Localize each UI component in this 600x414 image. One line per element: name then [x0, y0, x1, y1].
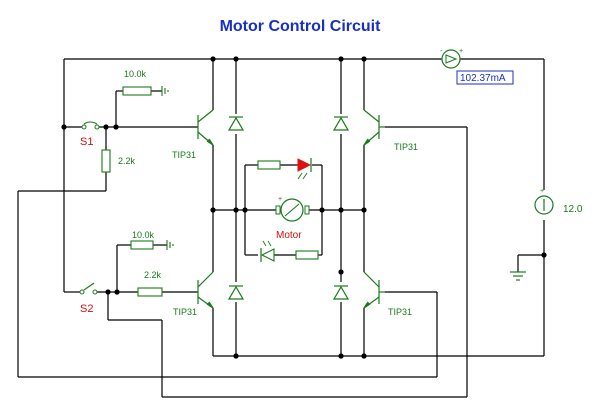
motor: + Motor	[275, 196, 310, 241]
battery-label: 12.0	[563, 204, 583, 215]
ammeter: - + 102.37mA	[440, 48, 514, 85]
transistor-top-left: TIP31	[172, 109, 214, 160]
ground-top-pulldown-icon	[161, 86, 169, 96]
switch-s1: S1	[80, 121, 100, 148]
resistor-top-base-label: 2.2k	[118, 156, 136, 166]
transistor-bottom-left-label: TIP31	[173, 307, 197, 317]
ground-bottom-pulldown-icon	[166, 240, 174, 250]
svg-text:+: +	[540, 188, 544, 195]
transistor-bottom-right: TIP31	[363, 271, 412, 317]
wires	[17, 58, 545, 398]
svg-text:+: +	[278, 196, 282, 203]
transistor-top-left-label: TIP31	[172, 150, 196, 160]
svg-text:+: +	[459, 48, 463, 55]
ground-icon	[510, 271, 526, 281]
transistor-bottom-right-label: TIP31	[388, 307, 412, 317]
resistor-bottom-pulldown: 10.0k	[130, 230, 155, 250]
resistor-top-pulldown-label: 10.0k	[124, 69, 147, 79]
diode-icons	[227, 116, 350, 300]
resistor-top-base: 2.2k	[101, 149, 136, 173]
switch-s2-label: S2	[80, 303, 93, 315]
svg-text:-: -	[440, 48, 443, 55]
switch-s1-label: S1	[80, 136, 93, 148]
transistor-top-right: TIP31	[363, 109, 418, 152]
motor-label: Motor	[276, 230, 302, 241]
led-icon	[297, 158, 312, 180]
battery: + 12.0	[534, 188, 583, 215]
led-return-icon	[260, 240, 275, 262]
switch-s2: S2	[79, 282, 98, 315]
led-resistor-bottom	[295, 250, 319, 260]
transistor-bottom-left: TIP31	[173, 271, 214, 317]
ammeter-reading: 102.37mA	[460, 73, 506, 84]
page-title: Motor Control Circuit	[219, 18, 381, 35]
resistor-top-pulldown: 10.0k	[122, 69, 152, 96]
junction-dots	[61, 56, 547, 359]
transistor-top-right-label: TIP31	[394, 142, 418, 152]
led-resistor-top	[257, 160, 281, 170]
resistor-bottom-base-label: 2.2k	[144, 270, 162, 280]
resistor-bottom-pulldown-label: 10.0k	[132, 230, 155, 240]
resistor-bottom-base: 2.2k	[137, 270, 163, 297]
